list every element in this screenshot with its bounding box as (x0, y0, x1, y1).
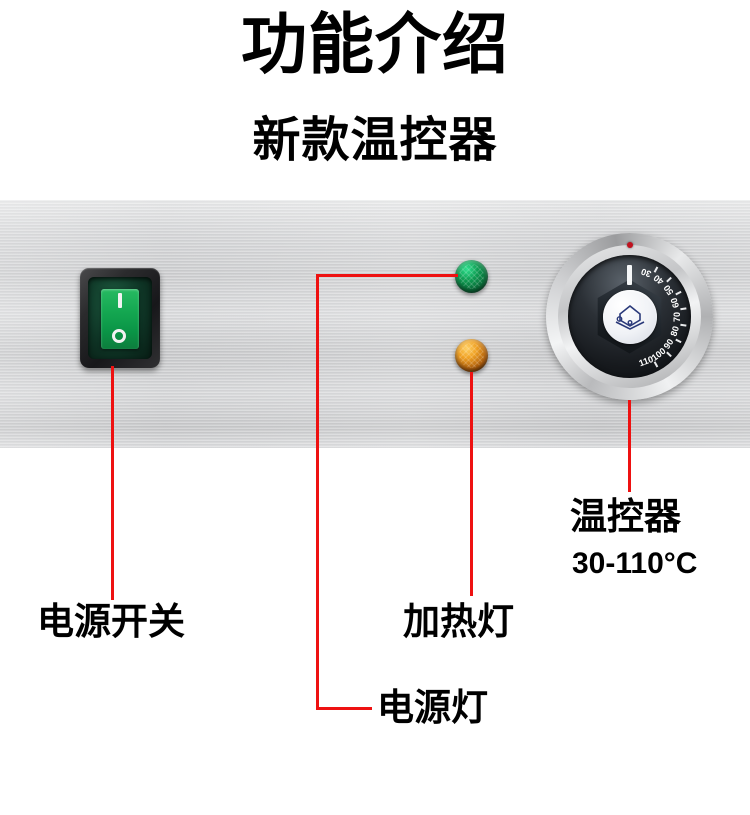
power-switch-housing (88, 277, 152, 359)
dial-pointer-icon (627, 265, 632, 285)
brand-logo-icon (615, 304, 644, 330)
dial-center-cap (602, 289, 657, 344)
switch-off-mark-icon (112, 329, 126, 343)
callout-thermostat-range: 30-110°C (572, 547, 698, 580)
leader-power-switch (111, 366, 114, 600)
callout-power-switch: 电源开关 (37, 601, 185, 642)
callout-heat-lamp: 加热灯 (403, 601, 514, 642)
leader-power-lamp-foot (316, 707, 372, 710)
leader-power-lamp-horizontal (316, 274, 458, 277)
callout-thermostat: 温控器 (570, 496, 681, 537)
dial-red-marker-icon (626, 242, 633, 248)
callout-power-lamp: 电源灯 (377, 687, 488, 728)
power-switch[interactable] (80, 268, 160, 368)
power-indicator-lamp (455, 260, 488, 293)
page-subtitle: 新款温控器 (252, 114, 498, 167)
page-title: 功能介绍 (241, 7, 509, 81)
lamp-texture (459, 264, 484, 289)
leader-power-lamp-vertical (316, 274, 319, 710)
leader-thermostat (628, 400, 631, 492)
lamp-texture (459, 343, 484, 368)
heating-indicator-lamp (455, 339, 488, 372)
switch-on-mark-icon (118, 293, 122, 308)
leader-heat-lamp (470, 372, 473, 596)
dial-scale-number-text: 110 (637, 353, 655, 368)
